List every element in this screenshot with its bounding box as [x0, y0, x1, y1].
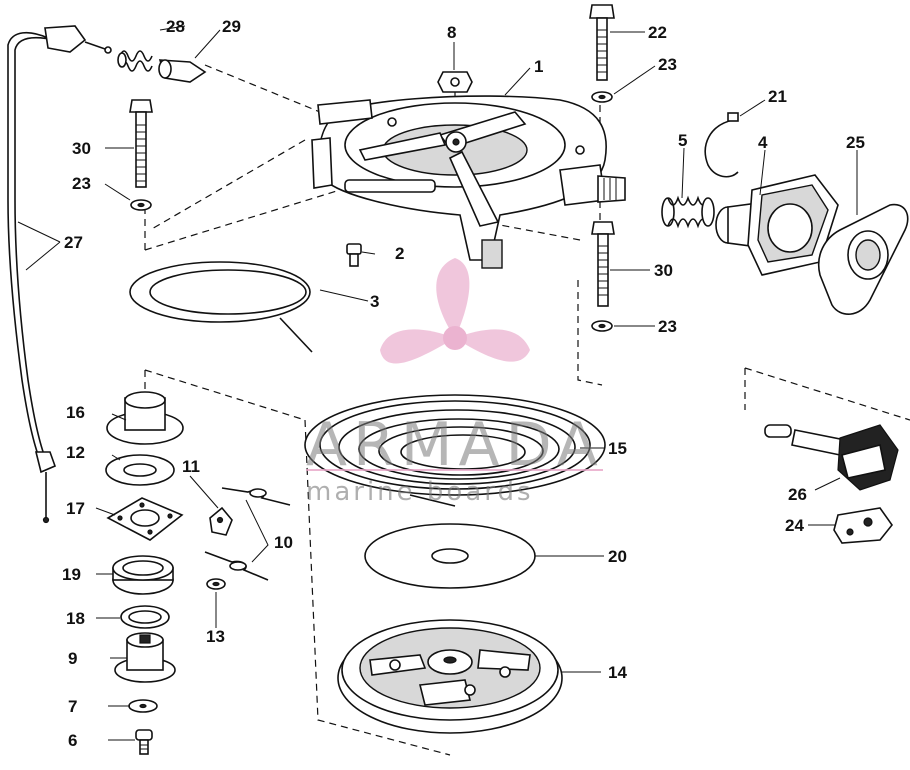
part-plunger-29: [158, 59, 207, 83]
label-18: 18: [66, 609, 85, 628]
part-washer-23-left: [130, 199, 152, 211]
part-labels: 1 2 3 4 5 6 7 8 9 10 11 12 13 14 15 16 1…: [62, 17, 865, 750]
part-spring-5: [661, 195, 715, 229]
part-screw-6: [135, 729, 153, 755]
label-14: 14: [608, 663, 627, 682]
label-8: 8: [447, 23, 456, 42]
leader-lines: [17, 25, 858, 741]
label-12: 12: [66, 443, 85, 462]
part-plate-20: [364, 523, 536, 589]
label-13: 13: [206, 627, 225, 646]
part-bolt-30-right: [591, 221, 615, 307]
label-10: 10: [274, 533, 293, 552]
label-26: 26: [788, 485, 807, 504]
part-washer-23-top: [591, 91, 613, 103]
part-hub-9: [114, 632, 176, 683]
part-washer-13: [206, 578, 226, 590]
part-pawl-11: [209, 506, 233, 536]
part-plate-17: [106, 497, 184, 541]
label-23-right: 23: [658, 317, 677, 336]
label-11: 11: [182, 457, 200, 476]
part-rope-3: [129, 261, 313, 353]
label-22: 22: [648, 23, 667, 42]
label-15: 15: [608, 439, 627, 458]
part-washer-23-right: [591, 320, 613, 332]
label-17: 17: [66, 499, 85, 518]
part-handle-bracket-4: [715, 174, 839, 276]
label-7: 7: [68, 697, 77, 716]
label-24: 24: [785, 516, 804, 535]
label-21: 21: [768, 87, 787, 106]
label-25: 25: [846, 133, 865, 152]
label-29: 29: [222, 17, 241, 36]
watermark: ARMADA marine boards: [306, 258, 604, 507]
label-30-left: 30: [72, 139, 91, 158]
part-clip-21: [704, 112, 739, 178]
label-28: 28: [166, 17, 185, 36]
part-handle-26: [764, 424, 899, 491]
label-3: 3: [370, 292, 379, 311]
label-1: 1: [534, 57, 543, 76]
part-nut-8: [437, 71, 473, 93]
label-27: 27: [64, 233, 83, 252]
part-washer-12: [105, 454, 175, 486]
label-30-right: 30: [654, 261, 673, 280]
label-2: 2: [395, 244, 404, 263]
label-6: 6: [68, 731, 77, 750]
label-23-left: 23: [72, 174, 91, 193]
part-ring-18: [120, 605, 170, 629]
part-insert-24: [833, 507, 894, 544]
part-screw-2: [346, 243, 362, 267]
watermark-brand: ARMADA: [306, 410, 604, 480]
part-pulley-14: [337, 619, 563, 734]
watermark-tagline: marine boards: [306, 477, 534, 507]
part-starter-housing: [311, 95, 626, 269]
part-washer-7: [128, 699, 158, 713]
part-springs-10: [204, 487, 291, 581]
label-16: 16: [66, 403, 85, 422]
part-grommet-25: [818, 203, 909, 315]
label-9: 9: [68, 649, 77, 668]
label-5: 5: [678, 131, 687, 150]
propeller-logo-icon: [380, 258, 530, 364]
part-starter-cable: [7, 25, 112, 524]
label-4: 4: [758, 133, 768, 152]
assembly-guide-lines: [144, 64, 910, 756]
label-23-top: 23: [658, 55, 677, 74]
part-bolt-22: [589, 4, 615, 81]
label-20: 20: [608, 547, 627, 566]
part-bushing-19: [112, 555, 174, 595]
part-cap-16: [106, 391, 184, 445]
part-bolt-30-left: [129, 99, 153, 188]
label-19: 19: [62, 565, 81, 584]
part-spring-28: [117, 50, 153, 72]
